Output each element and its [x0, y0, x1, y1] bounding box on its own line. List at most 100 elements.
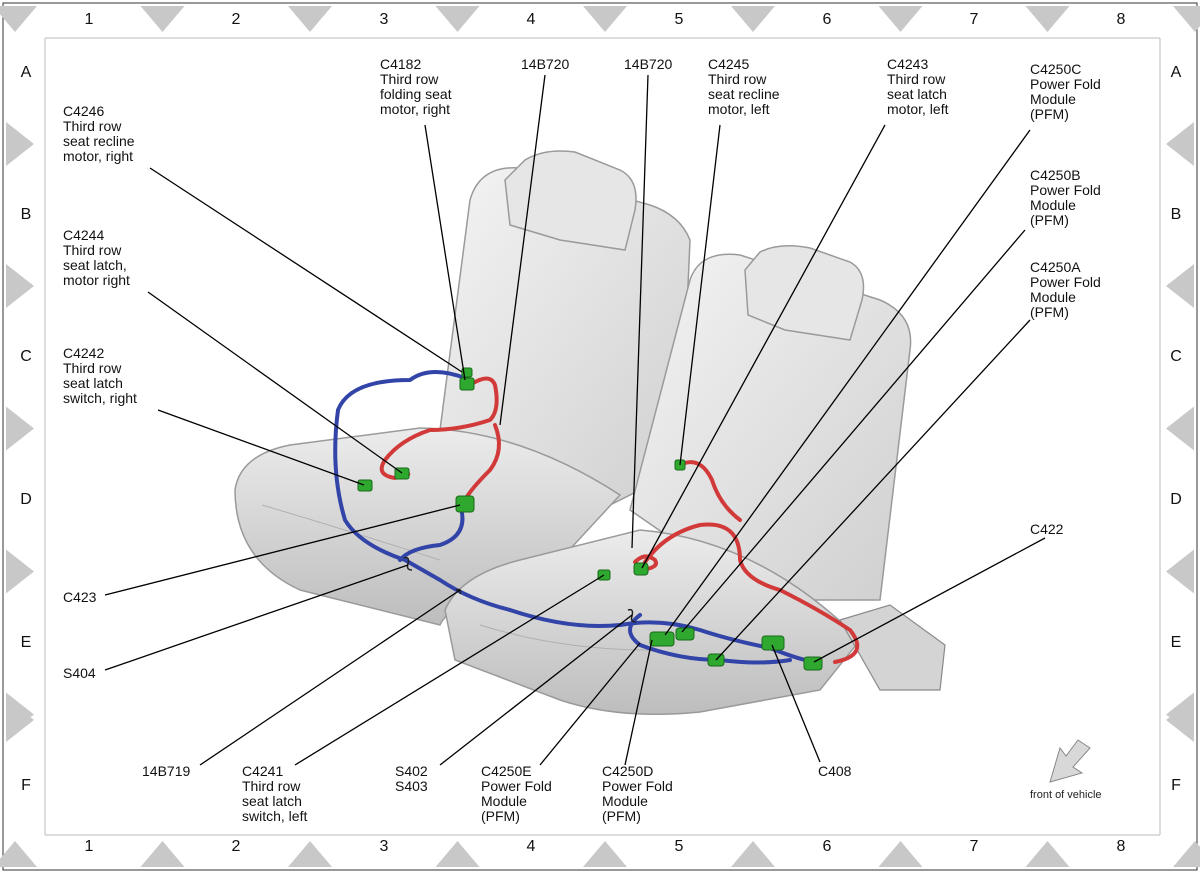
callout-line: Third row: [887, 71, 946, 87]
grid-marker-right: [1166, 698, 1194, 742]
wire-red-upright: [678, 460, 742, 522]
grid-row-A-left: A: [20, 64, 32, 81]
callout-14b720-left: 14B720: [521, 57, 569, 72]
callout-line: C422: [1030, 521, 1064, 537]
connector-c4243: [633, 562, 649, 576]
grid-column-3-bottom: 3: [379, 838, 389, 855]
callout-14b719: 14B719: [142, 764, 190, 779]
grid-row-E-left: E: [20, 634, 32, 651]
callout-line: Third row: [380, 71, 439, 87]
callout-line: C4243: [887, 56, 929, 72]
right-seat-back: [629, 253, 912, 601]
connector-c4242: [357, 479, 373, 492]
callout-line: C4244: [63, 227, 105, 243]
callout-line: Third row: [708, 71, 767, 87]
callout-line: Third row: [63, 118, 122, 134]
callout-line: Module: [602, 793, 648, 809]
callout-line: switch, right: [63, 390, 137, 406]
grid-marker-top: [731, 6, 775, 32]
grid-column-5-bottom: 5: [674, 838, 684, 855]
grid-marker-right: [1166, 549, 1194, 594]
grid-column-1-top: 1: [84, 11, 94, 28]
callout-line: seat latch: [887, 86, 947, 102]
grid-marker-bottom: [288, 841, 332, 867]
wire-red-right: [638, 522, 860, 664]
callout-line: motor right: [63, 272, 130, 288]
leader-c4246: [149, 167, 463, 373]
callout-line: C4241: [242, 763, 284, 779]
grid-column-2-bottom: 2: [231, 838, 241, 855]
grid-row-B-left: B: [20, 206, 32, 223]
front-of-vehicle-label: front of vehicle: [1030, 789, 1102, 801]
splice-s404: [403, 556, 413, 571]
grid-marker-bottom: [1173, 841, 1200, 867]
grid-marker-left: [6, 264, 34, 308]
grid-column-7-top: 7: [969, 11, 979, 28]
callout-line: C4182: [380, 56, 422, 72]
callout-line: C4250C: [1030, 61, 1082, 77]
leader-c4250d: [624, 639, 653, 766]
wire-blue-branch: [628, 613, 792, 665]
callout-line: C408: [818, 763, 852, 779]
callout-14b720-right: 14B720: [624, 57, 672, 72]
left-seat-cushion: [234, 427, 622, 626]
right-headrest: [744, 245, 865, 341]
connector-c423: [455, 495, 475, 513]
grid-marker-top: [1025, 6, 1070, 32]
connectors: [357, 367, 823, 671]
grid-column-7-bottom: 7: [969, 838, 979, 855]
grid-marker-bottom: [1025, 841, 1070, 867]
callout-line: Power Fold: [1030, 76, 1101, 92]
callout-line: seat latch: [63, 375, 123, 391]
grid-marker-top: [140, 6, 185, 32]
leader-c4241: [294, 574, 605, 766]
connector-c4250d: [649, 631, 675, 647]
grid-marker-left: [6, 406, 34, 451]
grid-column-3-top: 3: [379, 11, 389, 28]
grid-row-F-left: F: [21, 777, 31, 794]
grid-marker-top: [288, 6, 332, 32]
leader-c4250b: [681, 229, 1026, 633]
grid-row-D-left: D: [20, 491, 32, 508]
wire-red-center: [633, 554, 658, 572]
grid-markers: [0, 6, 1200, 867]
callout-line: seat recline: [708, 86, 780, 102]
grid-marker-bottom: [140, 841, 185, 867]
callout-line: seat recline: [63, 133, 135, 149]
callout-line: S403: [395, 778, 428, 794]
grid-marker-right: [1166, 406, 1194, 451]
grid-column-4-top: 4: [526, 11, 536, 28]
front-of-vehicle-arrow-icon: [1049, 739, 1091, 783]
leader-c4250e: [539, 642, 641, 766]
callout-line: (PFM): [1030, 106, 1069, 122]
leader-c4243: [641, 124, 886, 569]
leader-c4182: [424, 124, 466, 381]
callout-line: Module: [1030, 289, 1076, 305]
leader-s402: [439, 614, 633, 766]
callout-line: Module: [1030, 91, 1076, 107]
callout-line: motor, right: [380, 101, 451, 117]
connector-c4250c: [675, 627, 695, 641]
grid-column-8-bottom: 8: [1116, 838, 1126, 855]
grid-row-C-left: C: [20, 348, 32, 365]
callout-line: seat latch,: [63, 257, 127, 273]
wire-red-to-module: [463, 423, 501, 502]
connector-c408: [761, 635, 785, 651]
grid-column-5-top: 5: [674, 11, 684, 28]
grid-marker-top: [583, 6, 627, 32]
callout-line: motor, right: [63, 148, 134, 164]
leader-14b719: [199, 589, 461, 766]
callout-line: (PFM): [602, 808, 641, 824]
callout-line: Third row: [63, 242, 122, 258]
grid-column-8-top: 8: [1116, 11, 1126, 28]
grid-column-2-top: 2: [231, 11, 241, 28]
